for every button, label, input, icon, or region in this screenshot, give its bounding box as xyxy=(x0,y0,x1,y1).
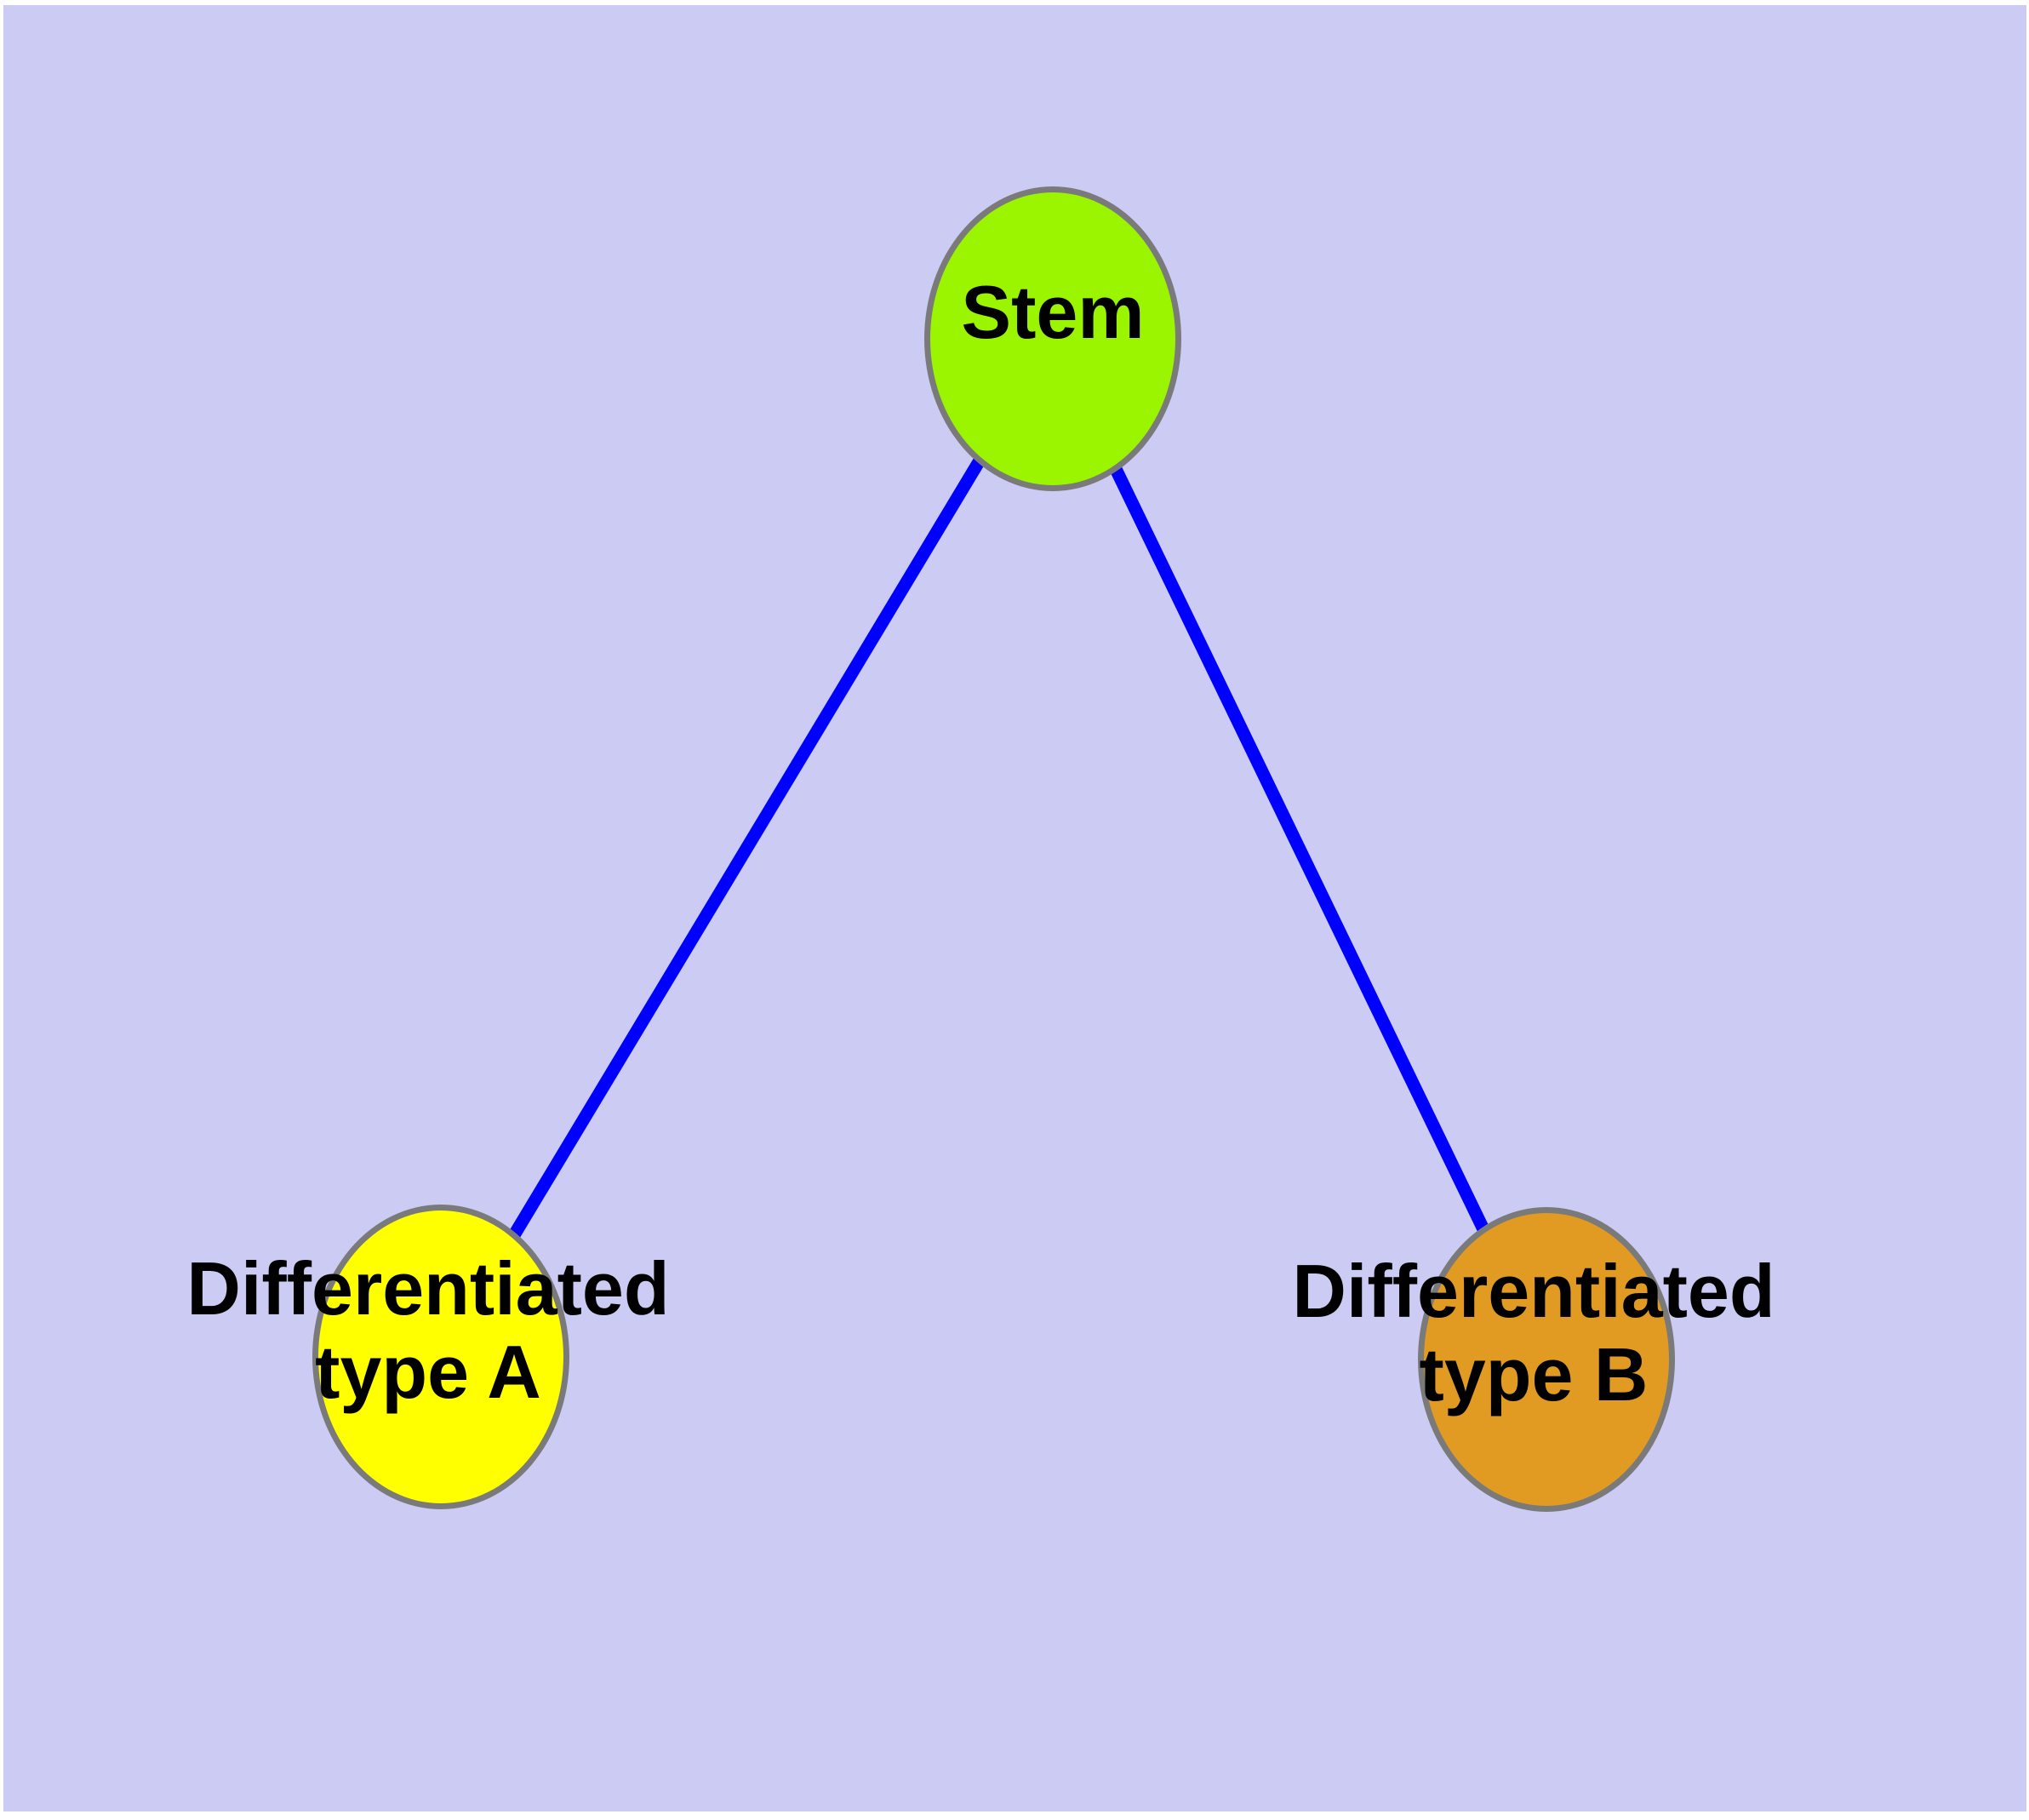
node-stem-label-line: Stem xyxy=(961,270,1145,354)
node-differentiated-type-a xyxy=(312,1205,569,1509)
node-type-a-label-line1: Differentiated xyxy=(186,1246,670,1331)
node-type-b-label-line1: Differentiated xyxy=(1292,1249,1775,1333)
edge-stem-to-type-a xyxy=(435,335,1059,1360)
node-differentiated-type-b xyxy=(1418,1207,1675,1512)
edge-stem-to-type-b xyxy=(1047,335,1552,1363)
node-type-b-label: Differentiated type B xyxy=(1151,1250,1917,1417)
node-type-b-label-line2: type B xyxy=(1419,1332,1649,1417)
node-stem xyxy=(924,186,1181,491)
node-type-a-label-line2: type A xyxy=(315,1330,541,1414)
node-stem-label: Stem xyxy=(670,271,1436,354)
node-type-a-label: Differentiated type A xyxy=(45,1247,811,1414)
